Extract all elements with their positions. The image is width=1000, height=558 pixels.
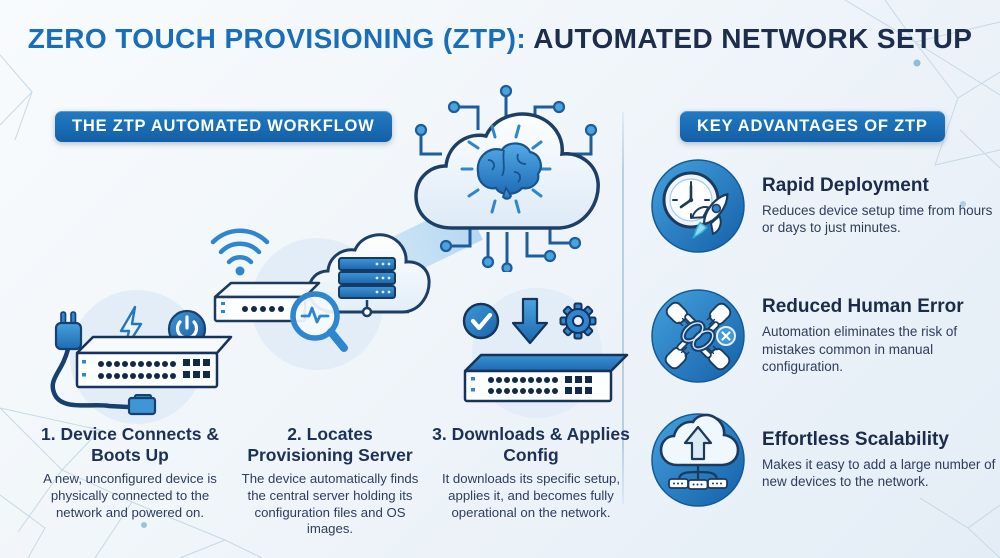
magnifier-pulse-icon [290,291,348,352]
step-2: 2. Locates Provisioning Server The devic… [232,424,428,538]
chain-link-icon [680,320,716,352]
advantage-1-description: Reduces device setup time from hours or … [762,202,993,236]
advantage-effortless-scalability: Effortless Scalability Makes it easy to … [650,412,996,508]
brain-rays [460,124,552,214]
cloud-icon [659,413,740,467]
advantage-3-title: Effortless Scalability [762,429,949,451]
cloud-upload-devices-icon [651,413,745,507]
network-switch-icon [463,353,629,403]
advantage-3-description: Makes it easy to add a large number of n… [762,456,996,490]
check-circle-icon [462,302,500,340]
decor-dot [913,59,921,67]
switch-search-cloud-server-icon [210,228,431,370]
device-power-boot-icon [50,290,233,424]
circuit-nodes [414,84,598,272]
advantage-1-title: Rapid Deployment [762,175,929,197]
download-config-switch-icon [462,288,629,418]
network-switch-icon [75,335,233,389]
step-3: 3. Downloads & Applies Config It downloa… [430,424,632,521]
clock-rocket-icon [651,159,745,253]
cloud-brain-icon [414,84,600,272]
step-1-description: A new, unconfigured device is physically… [43,471,217,520]
step-2-description: The device automatically finds the centr… [241,471,419,537]
page-title-topic: ZERO TOUCH PROVISIONING (ZTP): [27,23,527,54]
step-1-title: 1. Device Connects & Boots Up [41,424,219,465]
cloud-server-icon [307,233,431,318]
brain-icon [476,142,542,200]
page-title-subject: AUTOMATED NETWORK SETUP [526,23,973,54]
step-3-description: It downloads its specific setup, applies… [441,471,621,520]
advantage-2-description: Automation eliminates the risk of mistak… [762,324,958,375]
ethernet-cable-icon [127,394,157,416]
wifi-icon [210,228,270,276]
decor-dot [960,201,966,207]
device-links [677,465,719,480]
rocket-icon [691,192,729,239]
step-3-title: 3. Downloads & Applies Config [432,424,630,465]
advantage-2-title: Reduced Human Error [762,296,964,318]
advantage-reduced-human-error: Reduced Human Error Automation eliminate… [650,288,996,384]
device-boxes [668,478,728,490]
section-divider [622,112,624,504]
gear-icon [559,302,597,340]
hands-chain-icon [651,289,745,383]
power-cable [50,346,132,410]
advantage-rapid-deployment: Rapid Deployment Reduces device setup ti… [650,158,996,254]
step-2-title: 2. Locates Provisioning Server [247,424,413,465]
decor-dot [141,522,147,528]
download-arrow-icon [511,297,549,345]
workflow-section-header: THE ZTP AUTOMATED WORKFLOW [55,111,392,142]
advantages-section-header: KEY ADVANTAGES OF ZTP [680,111,945,142]
step-1: 1. Device Connects & Boots Up A new, unc… [28,424,232,521]
error-x-badge-icon [716,326,736,346]
page-title: ZERO TOUCH PROVISIONING (ZTP): AUTOMATED… [0,23,1000,55]
power-plug-icon [54,311,83,351]
up-arrow-icon [683,425,713,461]
